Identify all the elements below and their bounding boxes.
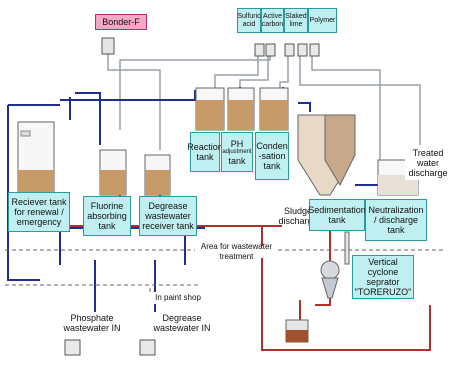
sedimentation-tank-label: Sedimentation tank — [308, 199, 366, 231]
sedimentation-tank — [297, 114, 356, 196]
degrease-in-label: Degrease wastewater IN — [150, 312, 214, 334]
chemical-label-slaked-lime: Slaked lime — [284, 8, 308, 33]
wastewater-pits — [64, 339, 156, 356]
sludge-discharge-label: Sludge discharge — [278, 205, 318, 227]
fluorine-tank-label: Fluorine absorbing tank — [83, 196, 131, 236]
in-paint-shop-label: In paint shop — [146, 292, 210, 304]
ph-tank-label-main: PH — [230, 138, 244, 149]
sludge-bin — [285, 319, 309, 343]
treatment-tanks — [195, 87, 289, 131]
chemical-label-polymer: Polymer — [308, 8, 337, 33]
chemical-dosing-lines — [107, 45, 421, 160]
receiver-tank-label: Reciever tank for renewal / emergency — [8, 192, 70, 232]
phosphate-in-label: Phosphate wastewater IN — [60, 312, 124, 334]
degrease-receiver-tank — [144, 154, 171, 196]
chemical-label-active-carbon: Active carbon — [261, 8, 284, 33]
ph-tank-label-sub: adjustment — [222, 148, 252, 155]
reaction-tank-label: Reaction tank — [187, 132, 223, 172]
treated-water-label: Treated water discharge — [405, 145, 451, 180]
ph-tank-label-tank: tank — [228, 155, 246, 166]
cyclone-label: Vertical cyclone seprator "TORERUZO" — [352, 255, 414, 299]
receiver-tank — [17, 121, 55, 193]
area-treatment-label: Area for wastewater treatment — [195, 242, 278, 261]
chemical-bottles — [101, 37, 320, 57]
bonder-label: Bonder-F — [95, 14, 147, 30]
degrease-receiver-label: Degrease wastewater receiver tank — [139, 196, 197, 236]
chemical-label-sulfuric-acid: Sulfuric acid — [237, 8, 261, 33]
condensation-tank-label: Conden -sation tank — [255, 132, 289, 180]
cyclone-separator — [320, 231, 350, 299]
fluorine-tank — [99, 149, 127, 196]
ph-tank-label: PH adjustment tank — [221, 132, 253, 172]
neutralization-tank-label: Neutralization / discharge tank — [365, 199, 427, 241]
